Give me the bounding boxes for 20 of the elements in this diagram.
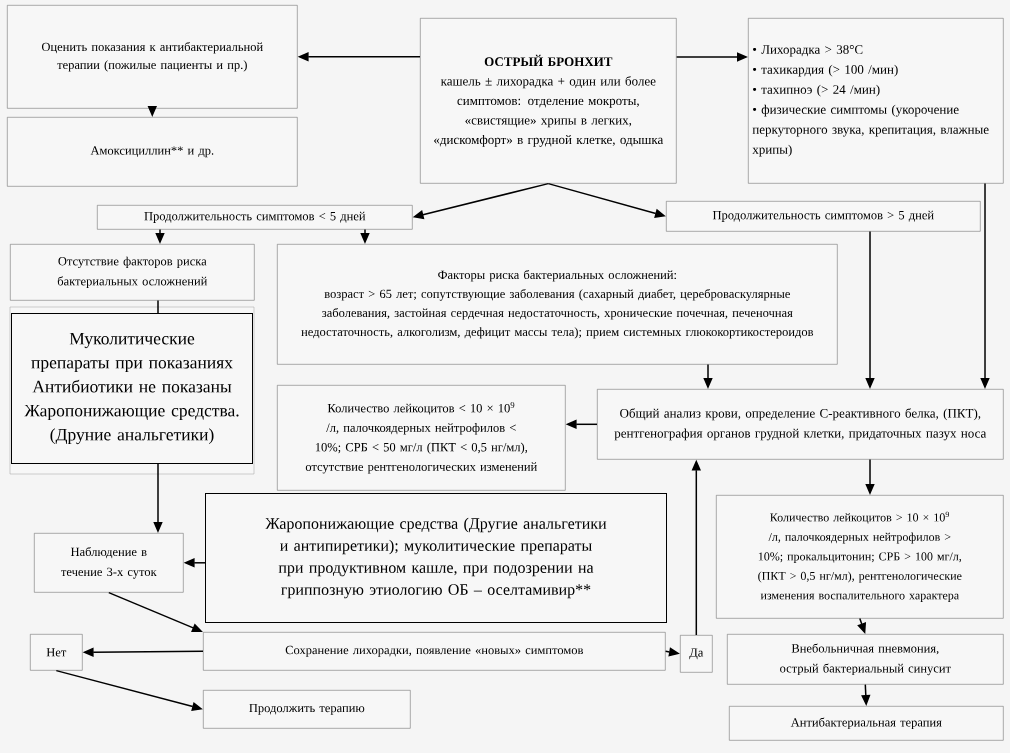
process-box: Муколитические препараты при показаниях Антибиотики не показаны Жаропонижающие средства. (Друние анальгетики) bbox=[11, 313, 253, 464]
process-box: Нет bbox=[30, 634, 83, 671]
process-box: Количество лейкоцитов < 10 × 10$^{9}$ /л, палочкоядерных нейтрофилов < 10%; СРБ < 50 мг/л (ПКТ < 0,5 нг/мл), отсутствие рентгенологических изменений bbox=[277, 385, 566, 491]
process-box: Факторы риска бактериальных осложнений: возраст > 65 лет; сопутствующие заболевания (сахарный диабет, цереброваскулярные заболевания, застойная сердечная недостаточность, хронические почечная, печеночная недостаточность, алкоголизм, дефицит массы тела); прием системных глюкокортикостероидов bbox=[277, 244, 838, 365]
process-box: Продолжительность симптомов < 5 дней bbox=[97, 205, 413, 230]
criteria-box: • Лихорадка > 38°C • тахикардия (> 100 /мин) • тахипноэ (> 24 /мин) • физические симптомы (укорочение перкуторного звука, крепитация, влажные хрипы) bbox=[748, 18, 1004, 184]
process-box: Продолжительность симптомов > 5 дней bbox=[666, 201, 981, 232]
process-box: Внебольничная пневмония, острый бактериальный синусит bbox=[727, 634, 1004, 685]
process-box: Количество лейкоцитов > 10 × 10$^{9}$ /л, палочкоядерных нейтрофилов > 10%; прокальцитонин; СРБ > 100 мг/л, (ПКТ > 0,5 нг/мл), рентгенологические изменения воспалительного характера bbox=[716, 495, 1004, 619]
process-box: Отсутствие факторов риска бактериальных осложнений bbox=[10, 244, 255, 301]
process-box: Наблюдение в течение 3-х суток bbox=[34, 533, 184, 593]
process-box: Продолжить терапию bbox=[203, 690, 411, 729]
process-box: Жаропонижающие средства (Другие анальгетики и антипиретики); муколитические препараты при продуктивном кашле, при подозрении на гриппозную этиологию ОБ – оселтамивир** bbox=[205, 493, 667, 623]
process-box: Амоксициллин** и др. bbox=[7, 117, 298, 187]
process-box: ОСТРЫЙ БРОНХИТ кашель ± лихорадка + один или более симптомов: отделение мокроты, «свистящие» хрипы в легких, «дискомфорт» в грудной клетке, одышка bbox=[420, 18, 677, 184]
process-box: Да bbox=[680, 635, 713, 673]
process-box: Антибактериальная терапия bbox=[729, 706, 1004, 741]
process-box: Сохранение лихорадки, появление «новых» симптомов bbox=[203, 632, 666, 671]
process-box: Оценить показания к антибактериальной терапии (пожилые пациенты и пр.) bbox=[7, 5, 298, 109]
process-box: Общий анализ крови, определение С-реактивного белка, (ПКТ), рентгенография органов грудной клетки, придаточных пазух носа bbox=[597, 389, 1004, 460]
